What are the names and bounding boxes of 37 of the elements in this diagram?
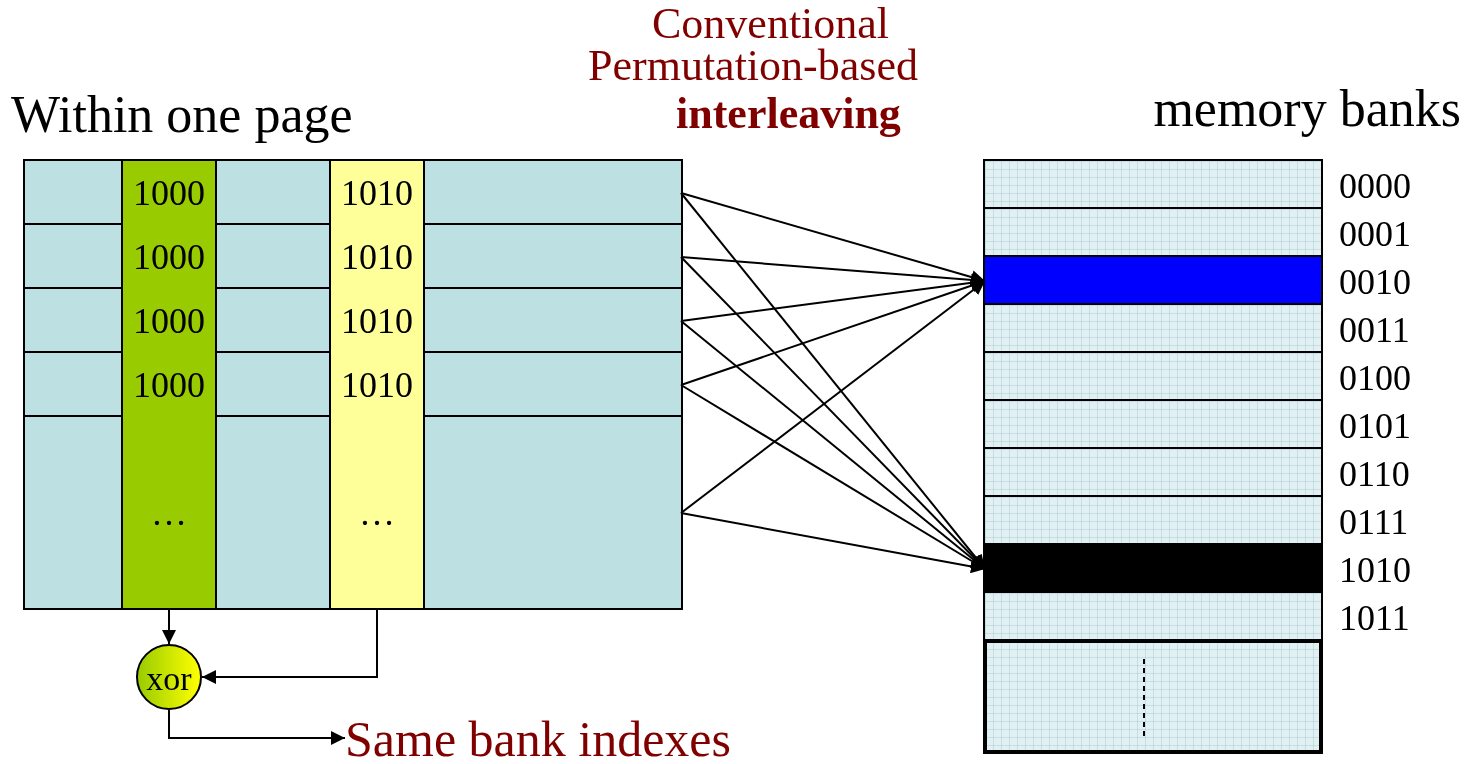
bank-number: 0010 [1339, 264, 1411, 300]
cell-value: … [358, 495, 396, 531]
arrow [680, 512, 986, 574]
cell-value: 1010 [340, 367, 414, 403]
bank-number: 0100 [1339, 360, 1411, 396]
column-bar [121, 161, 217, 608]
result-label: Same bank indexes [345, 714, 731, 764]
cell-value: 1000 [132, 239, 206, 275]
bank-number: 0111 [1339, 504, 1409, 540]
cell-value: 1000 [132, 303, 206, 339]
arrow [162, 607, 176, 645]
column-bar [329, 161, 425, 608]
cell-value: 1010 [340, 175, 414, 211]
arrow [680, 280, 986, 514]
xor-label: xor [145, 662, 193, 696]
arrow [680, 275, 986, 322]
heading: memory banks [1153, 83, 1461, 135]
bank-number: 0110 [1339, 456, 1410, 492]
cell-value: 1010 [340, 239, 414, 275]
bank-number: 0011 [1339, 312, 1410, 348]
title-text: Permutation-based [588, 44, 918, 88]
bank-number: 0001 [1339, 216, 1411, 252]
bank-row [985, 641, 1321, 752]
heading: Within one page [11, 89, 353, 141]
bank-number: 1011 [1339, 600, 1410, 636]
cell-value: 1000 [132, 367, 206, 403]
cell-value: … [150, 495, 188, 531]
title-text: interleaving [676, 92, 901, 136]
title-text: Conventional [652, 2, 890, 46]
bank-number: 0000 [1339, 168, 1411, 204]
arrow [201, 607, 378, 684]
cell-value: 1000 [132, 175, 206, 211]
bank-number: 1010 [1339, 552, 1411, 588]
arrow [168, 709, 346, 745]
bank-number: 0101 [1339, 408, 1411, 444]
arrow [680, 278, 986, 386]
cell-value: 1010 [340, 303, 414, 339]
